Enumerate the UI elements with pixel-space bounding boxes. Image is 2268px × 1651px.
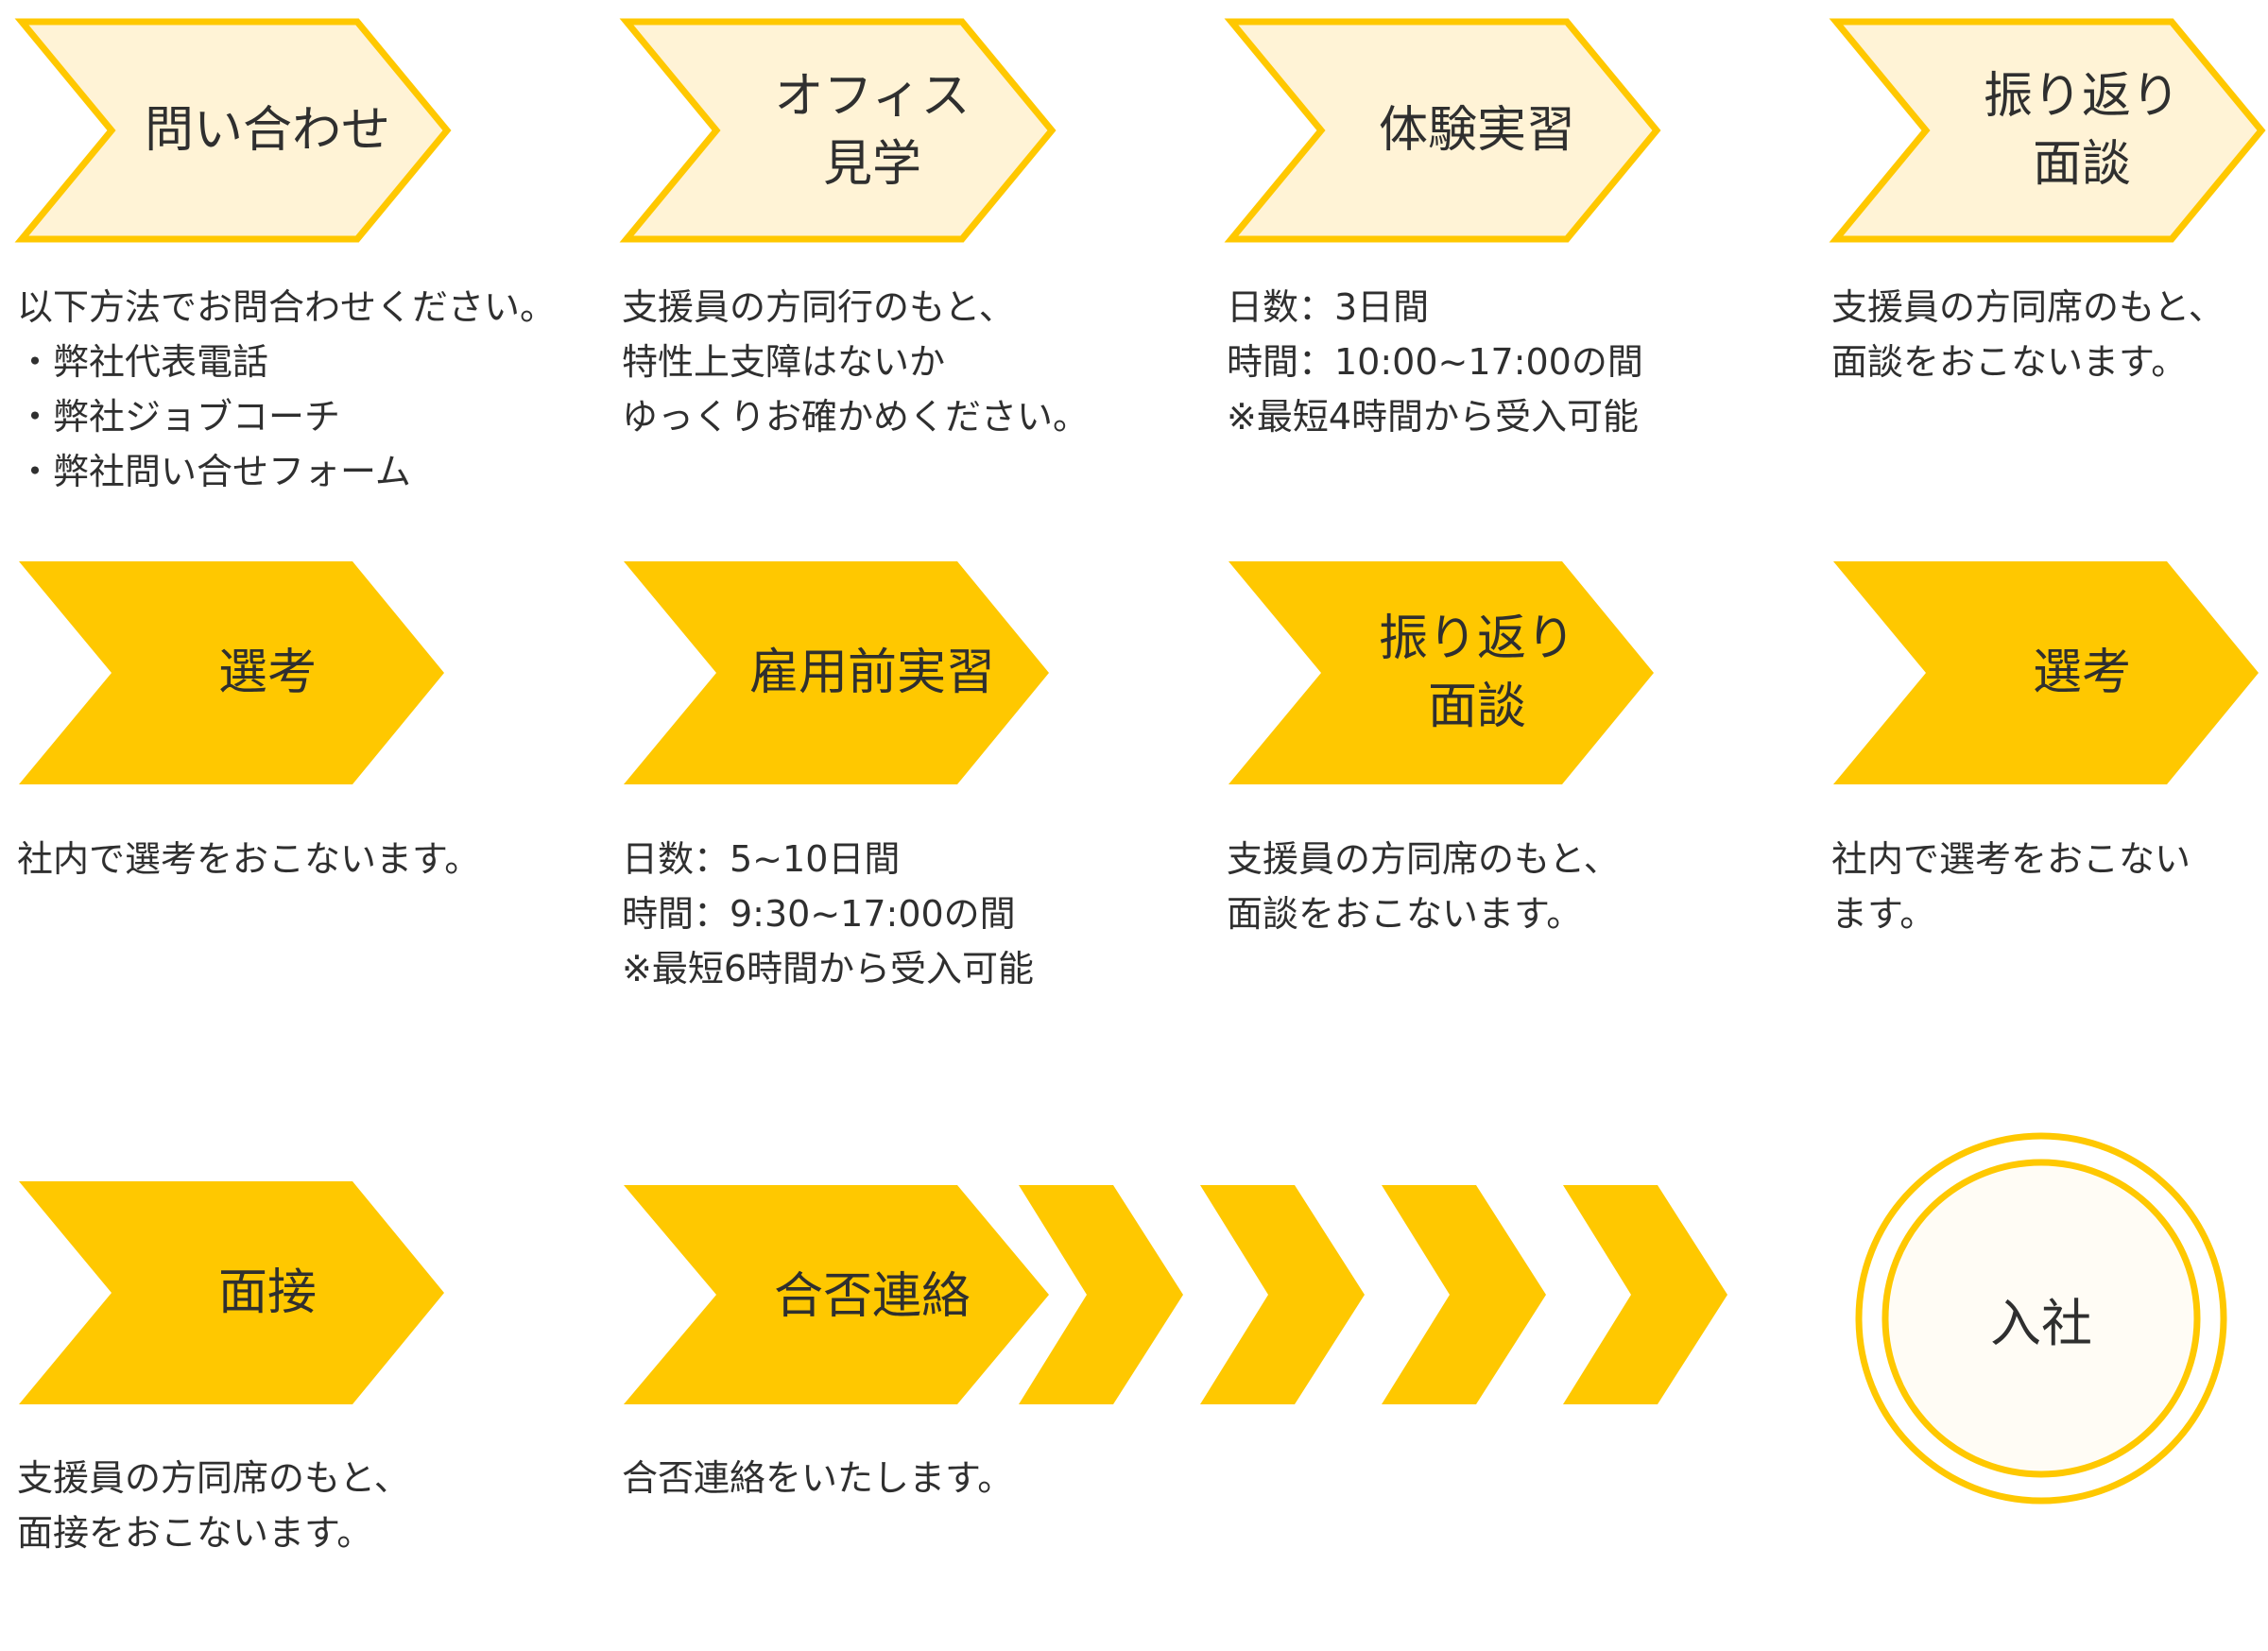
step-description: 社内で選考をおこないます。 <box>17 838 481 880</box>
step-label: 選考 <box>217 645 317 701</box>
double-circle-icon <box>1855 1132 2227 1505</box>
step-label: 面接 <box>217 1264 317 1321</box>
step-description: 合否連絡をいたします。 <box>622 1457 1014 1499</box>
step-description: 支援員の方同席のもと、 面接をおこないます。 <box>17 1457 410 1554</box>
step-description: 支援員の方同席のもと、 面談をおこないます。 <box>1227 838 1620 935</box>
step-label: 振り返り 面談 <box>1983 68 2180 193</box>
chevron-step-solid <box>624 1185 1049 1404</box>
step-label: オフィス 見学 <box>774 68 971 193</box>
chevron-step-solid <box>1228 561 1654 784</box>
chevron-arrow-icon <box>1017 1183 1187 1410</box>
chevron-step-solid <box>19 1181 444 1404</box>
step-description: 支援員の方同行のもと、 特性上支障はないか ゆっくりお確かめください。 <box>622 286 1090 438</box>
goal-joining: 入社 <box>1852 1129 2230 1507</box>
step-description: 社内で選考をおこない ます。 <box>1831 838 2191 935</box>
step-selection-2: 選考 <box>1831 559 2266 786</box>
chevron-step-solid <box>624 561 1049 784</box>
chevron-step-solid <box>19 561 444 784</box>
chevron-arrow-icon <box>1198 1183 1368 1410</box>
chevron-arrow-icon <box>1561 1183 1731 1410</box>
step-review-meeting-2: 振り返り 面談 <box>1227 559 1661 786</box>
chevron-step-outlined <box>1829 18 2266 243</box>
chevron-step-outlined <box>619 18 1057 243</box>
goal-label: 入社 <box>1990 1293 2092 1353</box>
step-result-notice: 合否連絡 <box>622 1183 1057 1410</box>
step-pre-employment-practice: 雇用前実習 <box>622 559 1057 786</box>
step-label: 合否連絡 <box>773 1268 971 1325</box>
step-label: 雇用前実習 <box>748 645 995 701</box>
chevron-step-solid <box>1833 561 2259 784</box>
step-label: 振り返り 面談 <box>1378 611 1575 735</box>
step-label: 体験実習 <box>1378 102 1575 159</box>
step-label: 問い合わせ <box>144 102 390 159</box>
step-office-visit: オフィス 見学 <box>619 17 1057 244</box>
chevron-arrow-icon <box>1380 1183 1550 1410</box>
chevron-step-outlined <box>1224 18 1661 243</box>
step-trial-practice: 体験実習 <box>1224 17 1661 244</box>
step-interview: 面接 <box>17 1179 452 1406</box>
chevron-step-outlined <box>14 18 452 243</box>
step-description: 日数：5~10日間 時間：9:30~17:00の間 ※最短6時間から受入可能 <box>622 838 1035 989</box>
step-review-meeting-1: 振り返り 面談 <box>1829 17 2266 244</box>
step-description: 日数：3日間 時間：10:00~17:00の間 ※最短4時間から受入可能 <box>1227 286 1643 438</box>
step-inquiry: 問い合わせ <box>14 17 452 244</box>
step-label: 選考 <box>2032 645 2131 701</box>
step-selection-1: 選考 <box>17 559 452 786</box>
step-description: 以下方法でお問合わせください。 ・弊社代表電話 ・弊社ジョブコーチ ・弊社問い合… <box>17 286 557 492</box>
step-description: 支援員の方同席のもと、 面談をおこないます。 <box>1831 286 2225 383</box>
